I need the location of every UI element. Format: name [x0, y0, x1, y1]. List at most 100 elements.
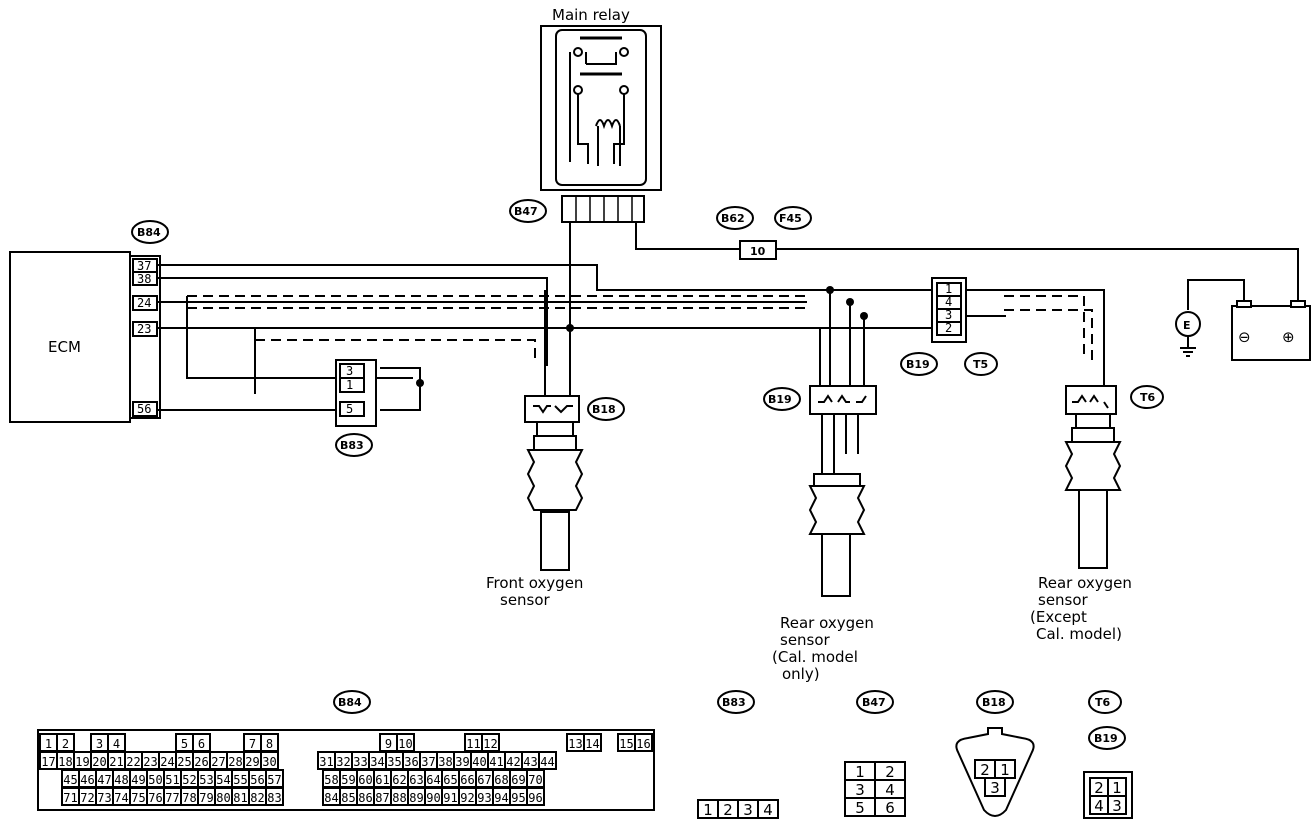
b47-face-pin-4: 4 [885, 781, 895, 799]
front-sensor-label-1: Front oxygen [486, 574, 583, 592]
b84-pin-13: 13 [568, 737, 582, 751]
b84-pin-76: 76 [148, 791, 162, 805]
t6-face-pin-4: 4 [1094, 797, 1104, 815]
b84-pin-80: 80 [216, 791, 230, 805]
b84-pin-24: 24 [160, 755, 174, 769]
battery [1231, 305, 1311, 361]
b84-pin-81: 81 [233, 791, 247, 805]
b84-pin-20: 20 [92, 755, 106, 769]
b84-pin-56: 56 [250, 773, 264, 787]
ecm-pin-24: 24 [137, 296, 151, 310]
b83-face-pin-1: 1 [703, 801, 713, 819]
connector-b19-a [809, 385, 877, 415]
b84-pin-47: 47 [97, 773, 111, 787]
b84-pin-18: 18 [58, 755, 72, 769]
b84-pin-46: 46 [80, 773, 94, 787]
b84-pin-71: 71 [63, 791, 77, 805]
b84-pin-29: 29 [245, 755, 259, 769]
ecm-pin-56: 56 [137, 402, 151, 416]
ecm [9, 251, 131, 423]
b84-pin-36: 36 [404, 755, 418, 769]
b84-pin-16: 16 [636, 737, 650, 751]
b84-pin-54: 54 [216, 773, 230, 787]
b84-pin-50: 50 [148, 773, 162, 787]
b84-pin-28: 28 [228, 755, 242, 769]
b84-pin-55: 55 [233, 773, 247, 787]
b84-pin-57: 57 [267, 773, 281, 787]
conn-t5-label: T5 [973, 358, 988, 371]
b84-pin-1: 1 [45, 737, 52, 751]
front-sensor-label-2: sensor [500, 591, 551, 609]
conn-b84-label: B84 [137, 226, 161, 239]
t6-face-pin-3: 3 [1112, 797, 1122, 815]
rear-oxygen-sensor-cal [808, 473, 866, 597]
t5-pin-1: 1 [945, 282, 952, 296]
b18-face-pin-1: 1 [1000, 761, 1010, 779]
b84-pin-75: 75 [131, 791, 145, 805]
ecm-label: ECM [48, 338, 81, 356]
conn-b47-label: B47 [514, 205, 538, 218]
ecm-pin-37: 37 [137, 259, 151, 273]
b47-face-pin-3: 3 [855, 781, 865, 799]
rear-sensor-cal-label-1: Rear oxygen [780, 614, 874, 632]
b84-pin-62: 62 [392, 773, 406, 787]
b84-pin-58: 58 [324, 773, 338, 787]
b84-pin-32: 32 [336, 755, 350, 769]
b84-pin-33: 33 [353, 755, 367, 769]
b84-pin-65: 65 [443, 773, 457, 787]
front-oxygen-sensor [526, 421, 584, 571]
b83-face-pin-2: 2 [723, 801, 733, 819]
b84-pin-41: 41 [489, 755, 503, 769]
b84-pin-78: 78 [182, 791, 196, 805]
b84-pin-59: 59 [341, 773, 355, 787]
b84-pin-43: 43 [523, 755, 537, 769]
b84-pin-60: 60 [358, 773, 372, 787]
b84-pin-85: 85 [341, 791, 355, 805]
b84-pin-21: 21 [109, 755, 123, 769]
conn-b62-label: B62 [721, 212, 745, 225]
b84-pin-14-cell [583, 733, 602, 752]
b84-pin-72: 72 [80, 791, 94, 805]
b84-pin-88: 88 [392, 791, 406, 805]
b84-pin-11: 11 [466, 737, 480, 751]
b84-pin-83-cell [265, 787, 284, 806]
rear-sensor-cal-label-3: (Cal. model [772, 648, 858, 666]
b84-pin-96-cell [526, 787, 545, 806]
b84-pin-69: 69 [511, 773, 525, 787]
b84-pin-25: 25 [177, 755, 191, 769]
b84-pin-66: 66 [460, 773, 474, 787]
b84-pin-19: 19 [75, 755, 89, 769]
b84-pin-73: 73 [97, 791, 111, 805]
t6-face-pin-2: 2 [1094, 779, 1104, 797]
b84-pin-48: 48 [114, 773, 128, 787]
face-t6-label: T6 [1095, 696, 1111, 709]
conn-b18-label: B18 [592, 403, 616, 416]
b47-face-pin-1: 1 [855, 763, 865, 781]
battery-positive: ⊕ [1282, 328, 1295, 346]
b18-face-pin-3-cell [984, 777, 1006, 797]
ecm-pin-38: 38 [137, 272, 151, 286]
b84-pin-17: 17 [41, 755, 55, 769]
face-t6-b19-label: B19 [1094, 732, 1118, 745]
b84-pin-84: 84 [324, 791, 338, 805]
b84-pin-91: 91 [443, 791, 457, 805]
rear-sensor-cal-label-2: sensor [780, 631, 831, 649]
battery-negative: ⊖ [1238, 328, 1251, 346]
b84-pin-64: 64 [426, 773, 440, 787]
b84-pin-49: 49 [131, 773, 145, 787]
t5-pin-4: 4 [945, 295, 952, 309]
b84-pin-51: 51 [165, 773, 179, 787]
b84-pin-44-cell [538, 751, 557, 770]
rear-sensor-except-label-2: sensor [1038, 591, 1089, 609]
conn-b83-label: B83 [340, 439, 364, 452]
b84-pin-8: 8 [266, 737, 273, 751]
b84-pin-77: 77 [165, 791, 179, 805]
b84-pin-42: 42 [506, 755, 520, 769]
b83-pin-1: 1 [346, 378, 353, 392]
b84-pin-40: 40 [472, 755, 486, 769]
b83-pin-5: 5 [346, 402, 353, 416]
b84-pin-68: 68 [494, 773, 508, 787]
